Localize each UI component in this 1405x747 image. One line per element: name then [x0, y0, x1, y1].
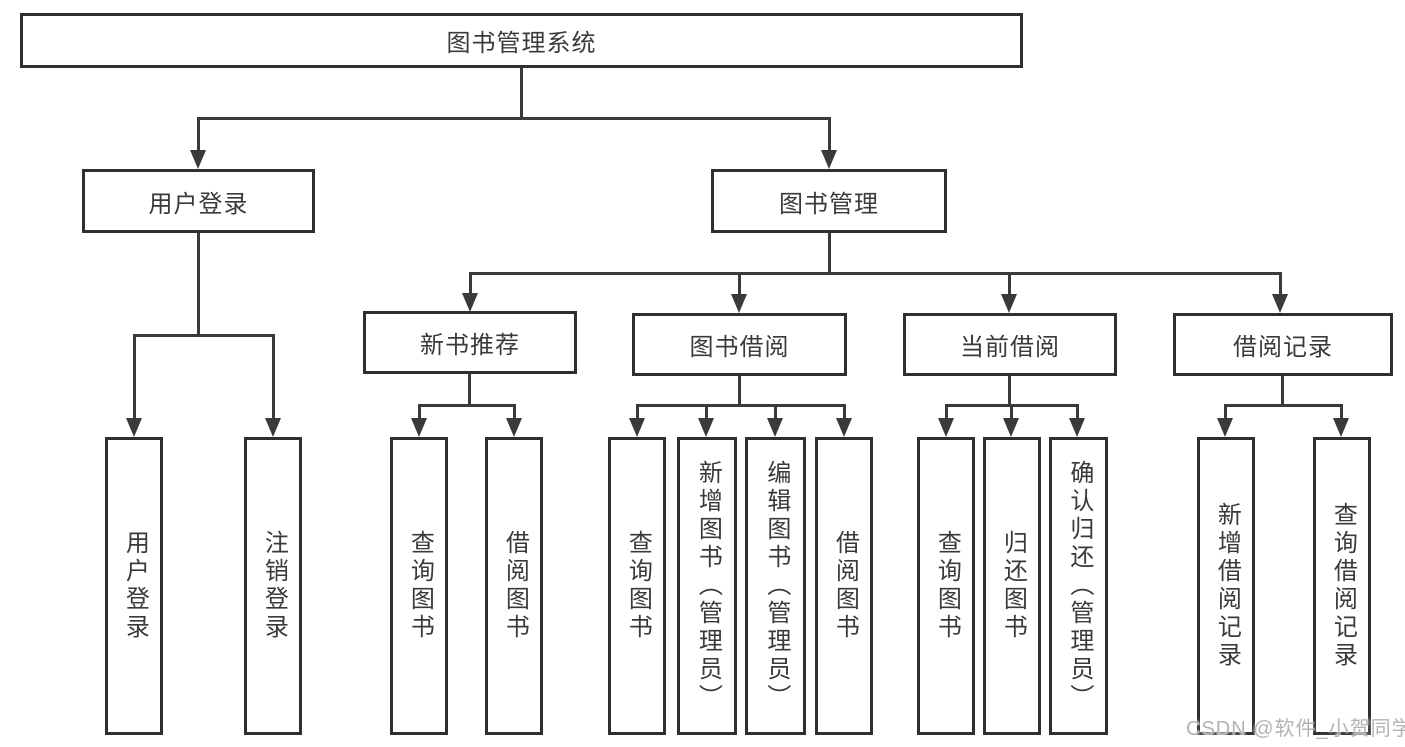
node-borrowing-records: 借阅记录: [1173, 313, 1393, 376]
arrow-down: [629, 418, 645, 437]
leaf-confirm-return-admin: 确认归还（管理员）: [1049, 437, 1108, 735]
connector-to-user-login: [197, 117, 200, 153]
node-label: 用户登录: [121, 530, 149, 642]
connector-to-user-login-leaf: [133, 334, 136, 422]
connector-to-br-query: [1340, 404, 1343, 421]
leaf-borrow-books: 借阅图书: [815, 437, 873, 735]
arrow-down: [767, 418, 783, 437]
connector-to-book-borrow: [738, 272, 741, 296]
connector-book-mgmt-branch: [469, 272, 1282, 275]
node-new-book-recommend: 新书推荐: [363, 311, 577, 374]
node-label: 注销登录: [260, 530, 288, 642]
connector-br-branch: [1224, 404, 1343, 407]
leaf-add-borrow-record: 新增借阅记录: [1197, 437, 1255, 735]
connector-to-br-add: [1224, 404, 1227, 421]
node-label: 借阅记录: [1233, 334, 1333, 361]
arrow-down: [1333, 418, 1349, 437]
node-label: 新书推荐: [420, 332, 520, 359]
leaf-logout: 注销登录: [244, 437, 302, 735]
connector-br-stem: [1281, 376, 1284, 407]
connector-user-login-branch: [133, 334, 275, 337]
arrow-down: [698, 418, 714, 437]
connector-user-login-stem: [197, 233, 200, 337]
node-label: 借阅图书: [501, 530, 529, 642]
leaf-edit-books-admin: 编辑图书（管理员）: [745, 437, 806, 735]
node-label: 当前借阅: [960, 334, 1060, 361]
connector-bb-branch: [636, 404, 846, 407]
connector-to-logout-leaf: [272, 334, 275, 422]
connector-to-cb-query: [945, 404, 948, 421]
arrow-down: [506, 418, 522, 437]
node-label: 图书借阅: [689, 334, 790, 361]
node-label: 新增图书（管理员）: [694, 460, 722, 712]
connector-to-bb-query: [636, 404, 639, 421]
connector-to-new-book-rec: [469, 272, 472, 296]
csdn-watermark: CSDN @软件_小贺同学: [1186, 718, 1405, 740]
leaf-borrowing-query-books: 查询图书: [608, 437, 666, 735]
arrow-down: [126, 418, 142, 437]
connector-to-borrow-records: [1279, 272, 1282, 296]
leaf-user-login: 用户登录: [105, 437, 163, 735]
connector-book-mgmt-stem: [828, 233, 831, 275]
arrow-down: [190, 150, 206, 169]
connector-to-bb-edit: [774, 404, 777, 421]
arrow-down: [265, 418, 281, 437]
connector-to-current-borrow: [1008, 272, 1011, 296]
node-label: 编辑图书（管理员）: [762, 460, 790, 712]
arrow-down: [1217, 418, 1233, 437]
node-label: 图书管理: [779, 190, 879, 218]
node-label: 归还图书: [999, 530, 1027, 642]
connector-root-stem: [520, 68, 523, 120]
connector-to-nbr-borrow: [513, 404, 516, 421]
connector-root-branch: [197, 117, 831, 120]
connector-to-nbr-query: [418, 404, 421, 421]
node-label: 查询图书: [406, 530, 434, 642]
arrow-down: [1001, 294, 1017, 313]
arrow-down: [821, 150, 837, 169]
node-label: 查询借阅记录: [1329, 502, 1357, 670]
connector-to-bb-add: [705, 404, 708, 421]
node-book-management: 图书管理: [711, 169, 947, 233]
connector-to-bb-borrow: [843, 404, 846, 421]
node-user-login: 用户登录: [82, 169, 315, 233]
arrow-down: [1272, 294, 1288, 313]
node-label: 图书管理系统: [446, 30, 597, 57]
connector-to-cb-confirm: [1076, 404, 1079, 421]
connector-to-book-mgmt: [828, 117, 831, 153]
node-label: 用户登录: [148, 190, 249, 218]
leaf-recommend-query-books: 查询图书: [390, 437, 448, 735]
node-label: 查询图书: [933, 530, 961, 642]
node-label: 查询图书: [624, 530, 652, 642]
connector-cb-stem: [1008, 376, 1011, 407]
arrow-down: [462, 293, 478, 312]
node-root-system: 图书管理系统: [20, 13, 1023, 68]
arrow-down: [1003, 418, 1019, 437]
node-book-borrowing: 图书借阅: [632, 313, 847, 376]
connector-bb-stem: [738, 376, 741, 407]
leaf-recommend-borrow-books: 借阅图书: [485, 437, 543, 735]
arrow-down: [731, 294, 747, 313]
arrow-down: [1069, 418, 1085, 437]
node-label: 新增借阅记录: [1213, 502, 1241, 670]
leaf-return-books: 归还图书: [983, 437, 1041, 735]
connector-to-cb-return: [1010, 404, 1013, 421]
connector-nbr-branch: [418, 404, 516, 407]
connector-nbr-stem: [468, 374, 471, 407]
leaf-current-query-books: 查询图书: [917, 437, 975, 735]
node-label: 借阅图书: [831, 530, 859, 642]
node-label: 确认归还（管理员）: [1065, 460, 1093, 712]
leaf-add-books-admin: 新增图书（管理员）: [677, 437, 737, 735]
arrow-down: [411, 418, 427, 437]
node-current-borrowing: 当前借阅: [903, 313, 1117, 376]
arrow-down: [938, 418, 954, 437]
arrow-down: [836, 418, 852, 437]
leaf-query-borrow-record: 查询借阅记录: [1313, 437, 1371, 735]
